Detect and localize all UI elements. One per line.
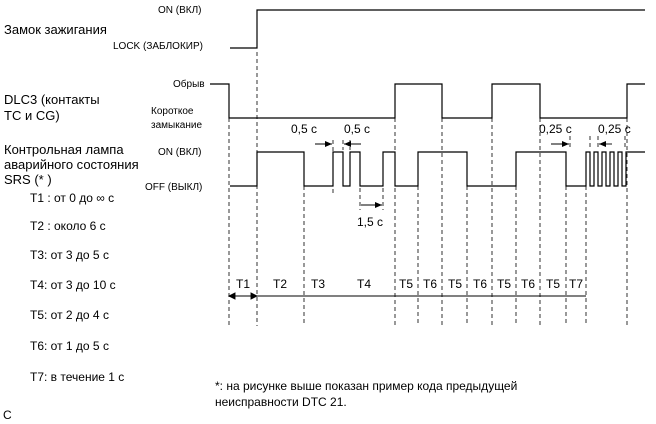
timeline-label: T7 (569, 277, 583, 291)
dlc3-short-label-line2: замыкание (151, 120, 202, 131)
timeline-arrows (227, 292, 586, 300)
ignition-name: Замок зажигания (4, 22, 107, 37)
duration-label-c: 1,5 с (357, 215, 383, 229)
period-t2: T2 : около 6 с (30, 219, 106, 233)
corner-letter: C (3, 408, 12, 422)
srs-name-line1: Контрольная лампа (4, 142, 124, 157)
timeline-label: T6 (473, 277, 487, 291)
period-t1: T1 : от 0 до ∞ с (30, 191, 114, 205)
timeline-label: T2 (273, 277, 287, 291)
period-t6: T6: от 1 до 5 с (30, 339, 109, 353)
srs-name-line2: аварийного состояния (4, 157, 139, 172)
timeline-label: T5 (399, 277, 413, 291)
timeline-label: T1 (236, 277, 250, 291)
duration-label-a: 0,5 с (291, 122, 317, 136)
timeline-label: T5 (448, 277, 462, 291)
dlc3-name-line2: TC и CG) (4, 108, 60, 123)
timeline-label: T6 (521, 277, 535, 291)
timeline-label: T5 (497, 277, 511, 291)
period-t7: T7: в течение 1 с (30, 370, 124, 384)
duration-arrows (315, 141, 612, 208)
ignition-waveform (230, 9, 645, 49)
ignition-on-label: ON (ВКЛ) (158, 5, 202, 16)
timeline-label: T6 (423, 277, 437, 291)
duration-label-e: 0,25 с (598, 122, 631, 136)
ignition-lock-label: LOCK (ЗАБЛОКИР) (113, 41, 203, 52)
period-legend: T1 : от 0 до ∞ с T2 : около 6 с T3: от 3… (30, 191, 124, 384)
period-t5: T5: от 2 до 4 с (30, 308, 109, 322)
timeline-labels: T1 T2 T3 T4 T5 T6 T5 T6 T5 T6 T5 T7 (236, 277, 583, 291)
timeline-label: T5 (546, 277, 560, 291)
duration-label-d: 0,25 с (539, 122, 572, 136)
period-t3: T3: от 3 до 5 с (30, 248, 109, 262)
dlc3-waveform (210, 83, 645, 119)
dlc3-open-label: Обрыв (173, 78, 205, 90)
srs-name-line3: SRS (* ) (4, 172, 52, 187)
footnote-line2: неисправности DTC 21. (215, 395, 347, 409)
srs-on-label: ON (ВКЛ) (158, 147, 202, 158)
duration-label-b: 0,5 с (344, 122, 370, 136)
srs-waveform (230, 151, 645, 187)
footnote-line1: *: на рисунке выше показан пример кода п… (215, 379, 517, 393)
dlc3-name-line1: DLC3 (контакты (4, 92, 100, 107)
timeline-label: T3 (311, 277, 325, 291)
timeline-label: T4 (357, 277, 371, 291)
srs-off-label: OFF (ВЫКЛ) (145, 182, 202, 193)
period-t4: T4: от 3 до 10 с (30, 278, 116, 292)
dlc3-short-label-line1: Короткое (151, 106, 194, 117)
